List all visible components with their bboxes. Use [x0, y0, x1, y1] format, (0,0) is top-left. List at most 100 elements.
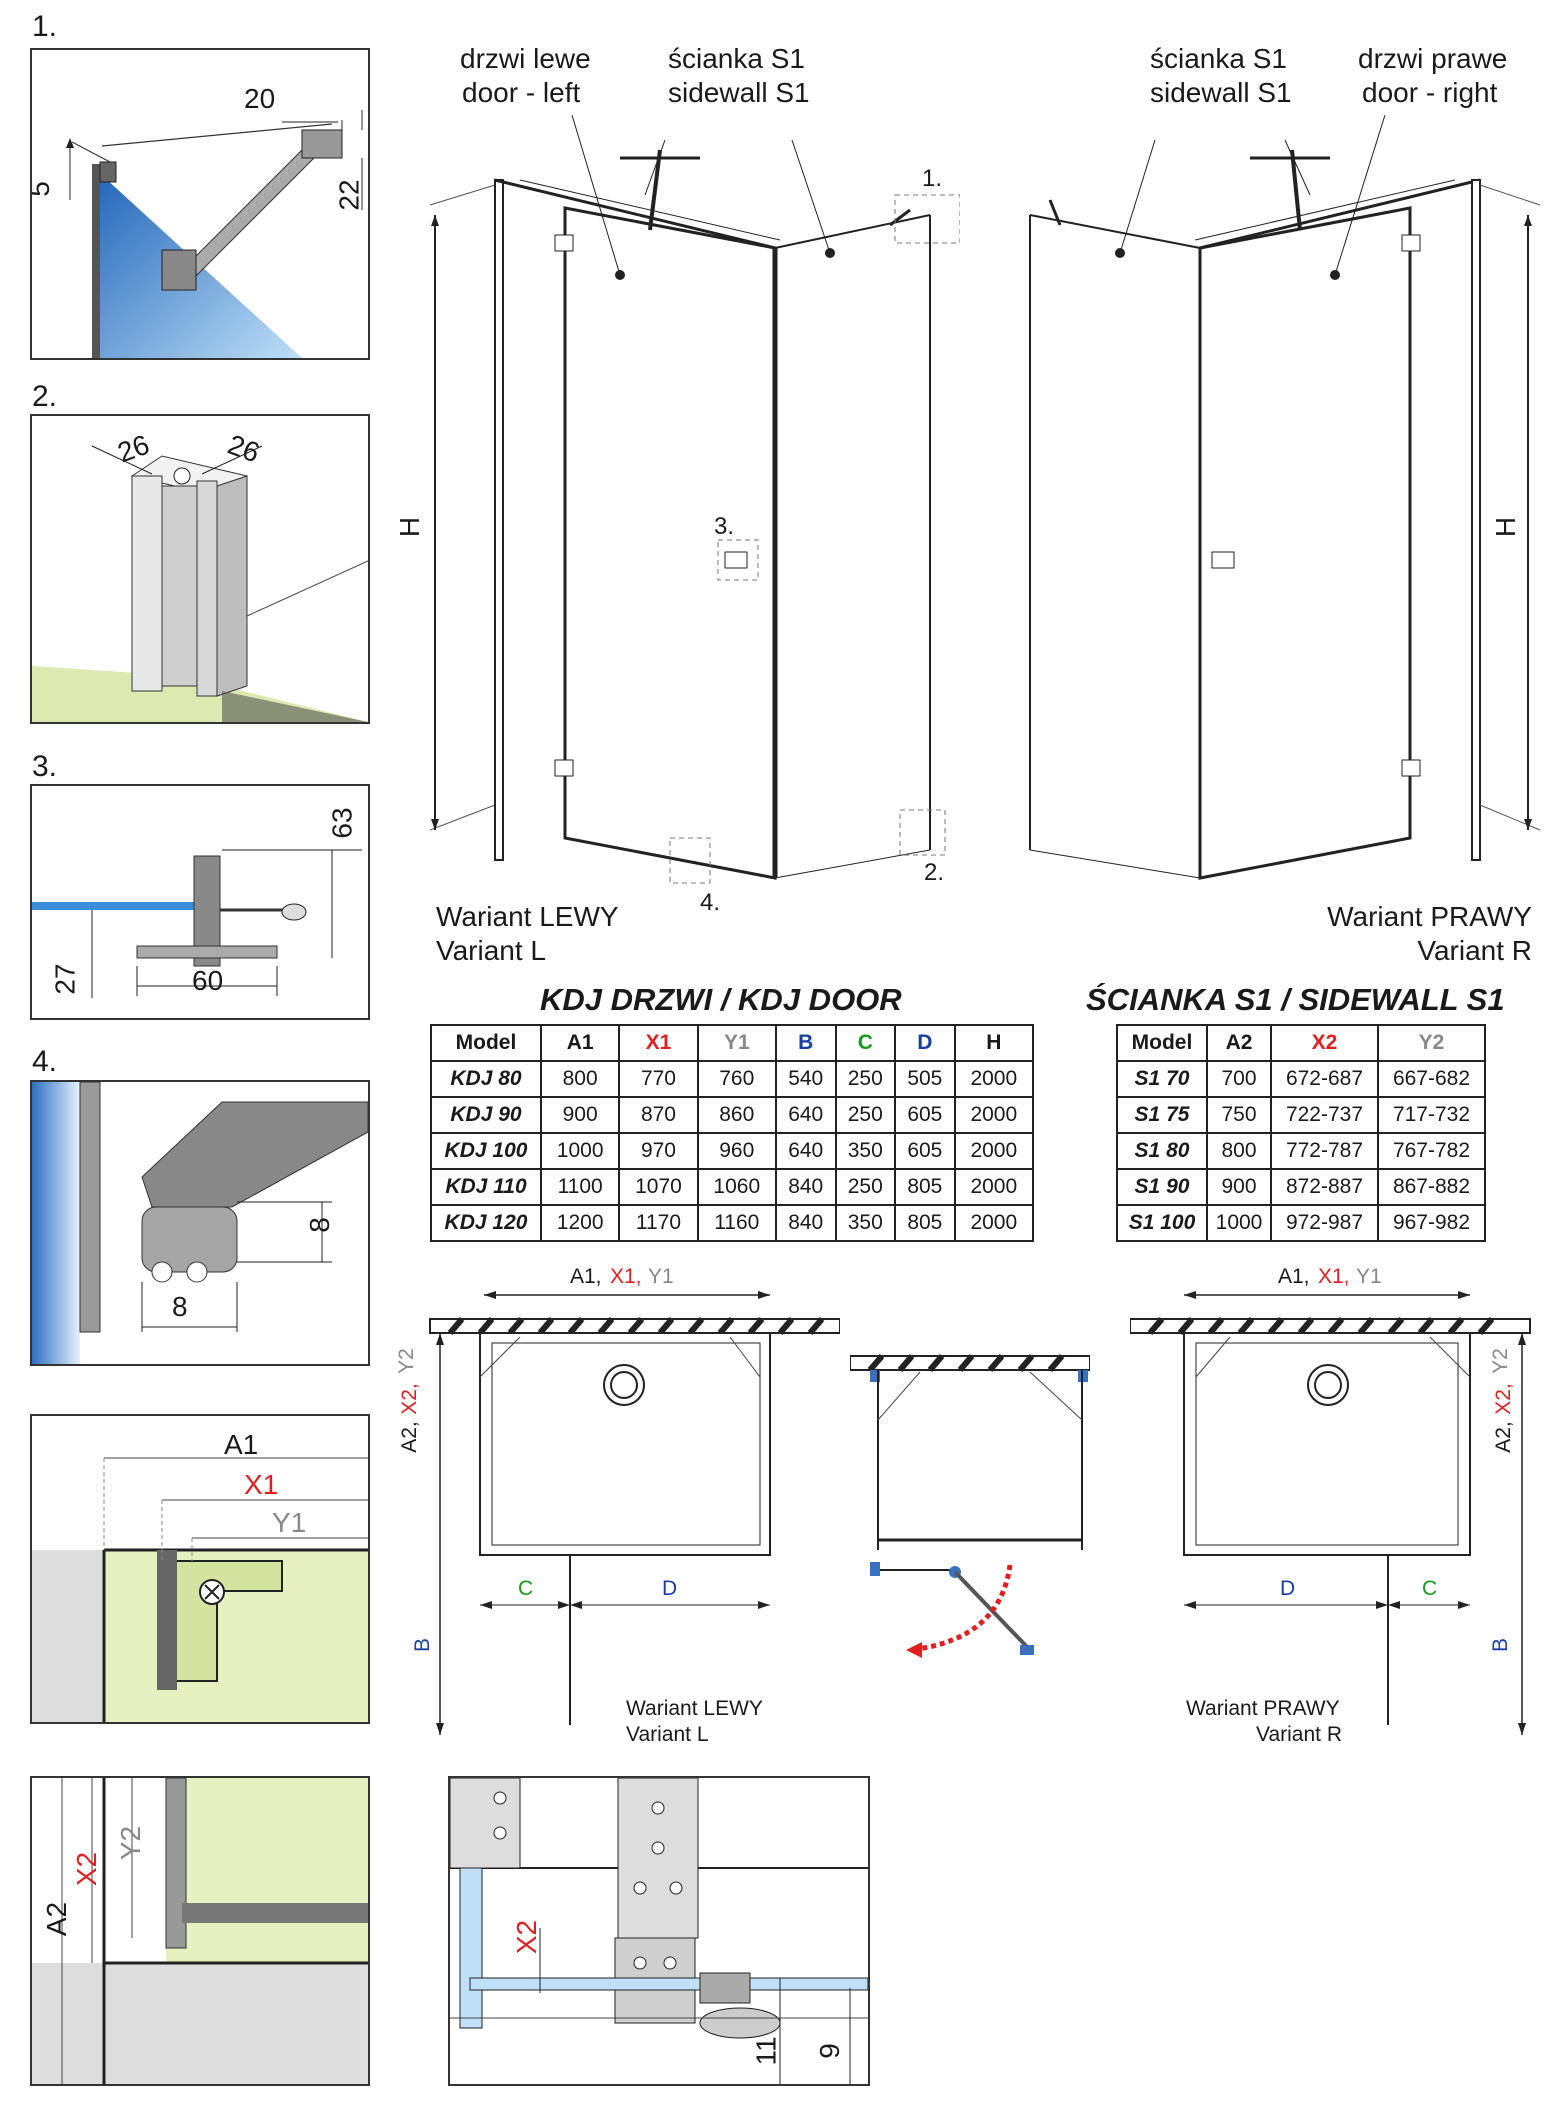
col-b: B — [774, 1024, 837, 1062]
cell-model: KDJ 80 — [430, 1060, 542, 1098]
sidewall-width-drawing — [32, 1778, 368, 2084]
cell: 967-982 — [1377, 1204, 1486, 1242]
dim-22: 22 — [333, 179, 365, 211]
plan-variant-right-pl: Wariant PRAWY — [1186, 1697, 1340, 1720]
label-x2: X2, — [397, 1383, 421, 1415]
label-a2: A2, — [1491, 1421, 1515, 1453]
callout-1: 1. — [922, 165, 943, 192]
cell: 722-737 — [1270, 1096, 1379, 1134]
label-a2: A2 — [41, 1901, 73, 1937]
variant-right-pl: Wariant PRAWY — [1327, 901, 1532, 932]
col-x2: X2 — [1270, 1024, 1379, 1062]
detail-7-hinge-plan: X2 11 9 — [448, 1776, 870, 2086]
label-y2: Y2 — [115, 1825, 147, 1861]
label-height-h: H — [394, 516, 426, 538]
col-y1: Y1 — [696, 1024, 777, 1062]
cabin-right-drawing — [1029, 114, 1541, 880]
dim-8-vertical: 8 — [303, 1217, 335, 1233]
cell: 800 — [1206, 1132, 1272, 1170]
dim-11: 11 — [750, 2036, 782, 2066]
col-model: Model — [430, 1024, 542, 1062]
label-height-h: H — [1490, 516, 1522, 538]
label-x1: X1, — [610, 1265, 642, 1288]
label-sidewall-en: sidewall S1 — [1150, 77, 1292, 108]
col-x1: X1 — [618, 1024, 699, 1062]
cabin-view-right: ścianka S1 sidewall S1 drzwi prawe door … — [1010, 30, 1550, 966]
step-number-2: 2. — [32, 380, 58, 413]
label-b: B — [1489, 1637, 1513, 1653]
cell: 700 — [1206, 1060, 1272, 1098]
label-sidewall-pl: ścianka S1 — [1150, 43, 1287, 74]
wall-mount — [301, 129, 343, 159]
cell: 1170 — [618, 1204, 699, 1242]
cell: 972-987 — [1270, 1204, 1379, 1242]
cell: 2000 — [953, 1204, 1035, 1242]
label-door-right-pl: drzwi prawe — [1358, 43, 1508, 74]
door-table-title: KDJ DRZWI / KDJ DOOR — [540, 982, 902, 1017]
cell: 540 — [774, 1060, 837, 1098]
cell-model: S1 90 — [1116, 1168, 1208, 1206]
cell: 805 — [894, 1168, 956, 1206]
label-door-left-en: door - left — [462, 77, 581, 108]
detail-6-sidewall-widths: A2 X2 Y2 — [30, 1776, 370, 2086]
cell: 1070 — [618, 1168, 699, 1206]
cell: 805 — [894, 1204, 956, 1242]
cell: 2000 — [953, 1168, 1035, 1206]
label-door-left-pl: drzwi lewe — [460, 43, 591, 74]
label-x1: X1, — [1318, 1265, 1350, 1288]
seal-drawing — [32, 1082, 368, 1364]
cell: 970 — [618, 1132, 699, 1170]
label-x2: X2 — [71, 1851, 103, 1887]
variant-left-pl: Wariant LEWY — [436, 901, 619, 932]
plan-right-drawing — [1129, 1291, 1531, 1735]
col-c: C — [834, 1024, 897, 1062]
cell: 672-687 — [1270, 1060, 1379, 1098]
callout-3: 3. — [714, 513, 735, 540]
handle-drawing — [32, 849, 362, 998]
cell: 900 — [539, 1096, 621, 1134]
cell: 840 — [774, 1168, 837, 1206]
cell: 760 — [696, 1060, 777, 1098]
detail-2-wall-profile: 26 26 — [30, 414, 370, 724]
cell: 605 — [894, 1132, 956, 1170]
door-table-header-row: Model A1 X1 Y1 B C D H — [430, 1024, 1035, 1062]
label-y2: Y2 — [394, 1348, 418, 1374]
label-b: B — [411, 1637, 435, 1653]
col-y2: Y2 — [1377, 1024, 1486, 1062]
label-y2: Y2 — [1488, 1348, 1512, 1374]
door-swing-drawing — [849, 1354, 1091, 1658]
label-door-right-en: door - right — [1362, 77, 1498, 108]
label-sidewall-en: sidewall S1 — [668, 77, 810, 108]
label-c: C — [518, 1577, 534, 1600]
cell-model: KDJ 100 — [430, 1132, 542, 1170]
cell: 2000 — [953, 1132, 1035, 1170]
cell: 1100 — [539, 1168, 621, 1206]
cell: 800 — [539, 1060, 621, 1098]
plan-view-left: A1, X1, Y1 A2, X2, Y2 B C D Wariant LEWY… — [395, 1265, 841, 1765]
stabilizer-bar — [181, 139, 323, 281]
cell: 640 — [774, 1096, 837, 1134]
cell: 250 — [834, 1060, 897, 1098]
cell: 1000 — [539, 1132, 621, 1170]
cell: 2000 — [953, 1060, 1035, 1098]
label-x2: X2, — [1491, 1383, 1515, 1415]
cell-model: S1 100 — [1116, 1204, 1208, 1242]
cell: 1160 — [696, 1204, 777, 1242]
detail-3-handle: 63 27 60 — [30, 784, 370, 1020]
cell: 750 — [1206, 1096, 1272, 1134]
dim-27: 27 — [49, 963, 81, 995]
callout-4: 4. — [700, 889, 721, 916]
label-y1: Y1 — [1356, 1265, 1382, 1288]
cell: 900 — [1206, 1168, 1272, 1206]
label-x1: X1 — [244, 1469, 279, 1500]
col-a2: A2 — [1206, 1024, 1272, 1062]
step-number-4: 4. — [32, 1045, 58, 1078]
col-h: H — [953, 1024, 1035, 1062]
label-x2: X2 — [511, 1919, 543, 1955]
dim-63: 63 — [326, 807, 358, 839]
